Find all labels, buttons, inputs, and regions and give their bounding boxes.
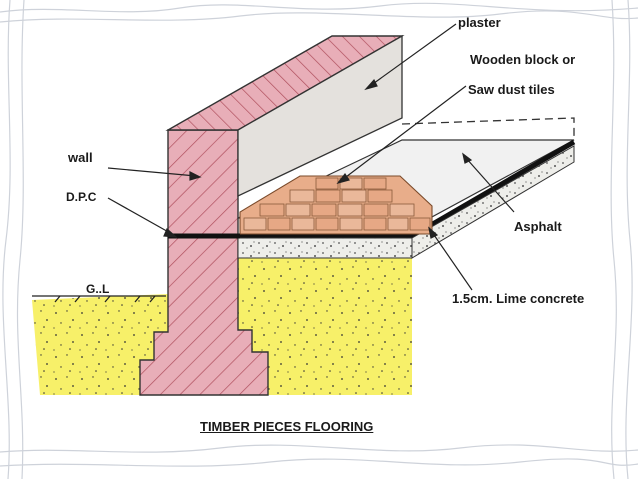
ground-line	[32, 295, 166, 303]
label-wooden-block-line1: Wooden block or	[470, 52, 576, 67]
plaster-panel	[237, 34, 403, 198]
diagram-caption: TIMBER PIECES FLOORING	[200, 419, 374, 434]
soil	[32, 258, 412, 395]
label-dpc: D.P.C	[66, 190, 97, 204]
leader-lines	[107, 23, 515, 291]
label-wooden-block-line2: Saw dust tiles	[468, 82, 555, 97]
wall	[139, 35, 405, 396]
label-wall: wall	[68, 150, 93, 165]
label-asphalt: Asphalt	[514, 219, 562, 234]
label-ground-level: G..L	[86, 282, 110, 296]
label-lime-concrete: 1.5cm. Lime concrete	[452, 291, 585, 306]
wooden-blocks	[239, 175, 433, 235]
label-plaster: plaster	[458, 15, 501, 30]
